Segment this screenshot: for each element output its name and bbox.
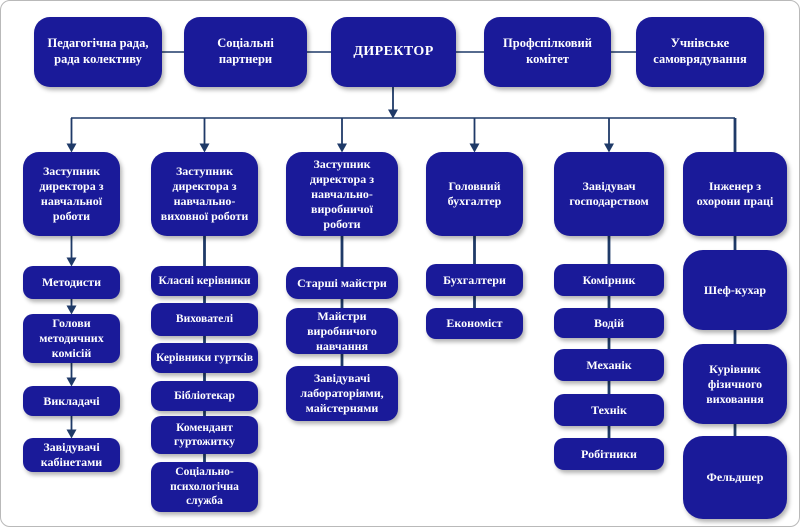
node-storekeeper: Комірник <box>554 264 664 296</box>
node-lecturers: Викладачі <box>23 386 120 416</box>
node-deputy-production-work: Заступник директора з навчально-виробнич… <box>286 152 398 236</box>
node-methodologists: Методисти <box>23 266 120 299</box>
node-lab-workshop-heads: Завідувачі лабораторіями, майстернями <box>286 366 398 421</box>
node-industrial-training-masters: Майстри виробничого навчання <box>286 308 398 354</box>
node-deputy-academic-work: Заступник директора з навчальної роботи <box>23 152 120 236</box>
node-chef: Шеф-кухар <box>683 250 787 330</box>
node-trade-union-committee: Профспілковий комітет <box>484 17 611 87</box>
node-deputy-educational-work: Заступник директора з навчально-виховної… <box>151 152 258 236</box>
node-chief-accountant: Головний бухгалтер <box>426 152 523 236</box>
node-facilities-manager: Завідувач господарством <box>554 152 664 236</box>
node-socio-psychological-service: Соціально-психологічна служба <box>151 462 258 512</box>
node-physical-education-leader: Курівник фізичного виховання <box>683 344 787 424</box>
node-driver: Водій <box>554 308 664 338</box>
node-safety-engineer: Інженер з охорони праці <box>683 152 787 236</box>
node-student-self-government: Учнівське самоврядування <box>636 17 764 87</box>
node-educators: Вихователі <box>151 303 258 336</box>
node-social-partners: Соціальні партнери <box>184 17 307 87</box>
node-technician: Технік <box>554 394 664 426</box>
node-methodical-commission-heads: Голови методичних комісій <box>23 314 120 363</box>
node-senior-masters: Старші майстри <box>286 267 398 299</box>
node-dormitory-commandant: Комендант гуртожитку <box>151 416 258 454</box>
node-mechanic: Механік <box>554 349 664 381</box>
node-director: ДИРЕКТОР <box>331 17 456 87</box>
node-classroom-heads: Завідувачі кабінетами <box>23 438 120 472</box>
node-class-teachers: Класні керівники <box>151 266 258 296</box>
node-accountants: Бухгалтери <box>426 264 523 296</box>
node-club-leaders: Керівники гуртків <box>151 343 258 373</box>
node-librarian: Бібліотекар <box>151 381 258 411</box>
node-pedagogical-council: Педагогічна рада, рада колективу <box>34 17 162 87</box>
node-economist: Економіст <box>426 308 523 339</box>
node-workers: Робітники <box>554 438 664 470</box>
node-paramedic: Фельдшер <box>683 436 787 519</box>
